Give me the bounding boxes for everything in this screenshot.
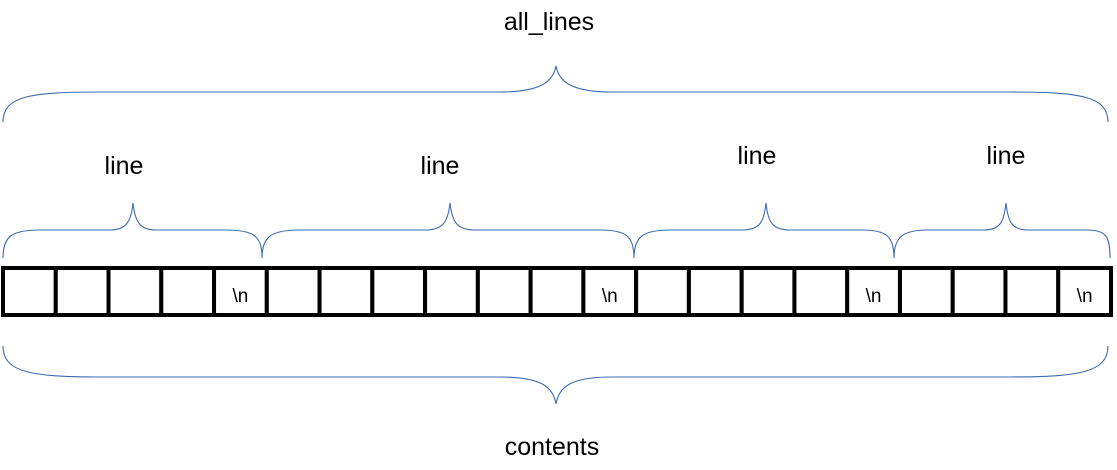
char-cell <box>897 266 955 317</box>
char-cell <box>212 266 269 317</box>
line-label-4: line <box>987 142 1026 170</box>
char-cell <box>581 266 639 317</box>
char-cell <box>53 266 111 317</box>
char-cell <box>1056 266 1113 317</box>
all-lines-label: all_lines <box>504 8 594 36</box>
char-cell <box>528 266 586 317</box>
all-lines-brace <box>2 65 1109 123</box>
newline-char: \n <box>1077 286 1093 307</box>
newline-char: \n <box>602 286 618 307</box>
line-brace-3 <box>633 202 895 259</box>
line-label-1: line <box>105 152 144 180</box>
char-cell <box>370 266 428 317</box>
char-cell <box>739 266 797 317</box>
char-cell <box>1003 266 1061 317</box>
char-cell <box>317 266 375 317</box>
line-label-2: line <box>421 152 460 180</box>
line-brace-1 <box>2 202 263 259</box>
char-cell <box>159 266 217 317</box>
contents-brace <box>2 345 1109 405</box>
line-brace-4 <box>893 202 1111 259</box>
char-cell <box>792 266 850 317</box>
char-cell <box>634 266 691 317</box>
char-cell <box>1 266 58 317</box>
char-cell <box>686 266 744 317</box>
newline-char: \n <box>866 286 882 307</box>
char-cell <box>950 266 1008 317</box>
newline-char: \n <box>233 286 249 307</box>
line-label-3: line <box>738 142 777 170</box>
char-cell <box>423 266 480 317</box>
char-cell <box>475 266 533 317</box>
char-cell <box>264 266 322 317</box>
line-brace-2 <box>261 202 635 259</box>
character-cells: \n \n \n \n <box>1 266 1113 317</box>
contents-label: contents <box>505 433 600 461</box>
char-cell <box>845 266 902 317</box>
char-cell <box>106 266 164 317</box>
